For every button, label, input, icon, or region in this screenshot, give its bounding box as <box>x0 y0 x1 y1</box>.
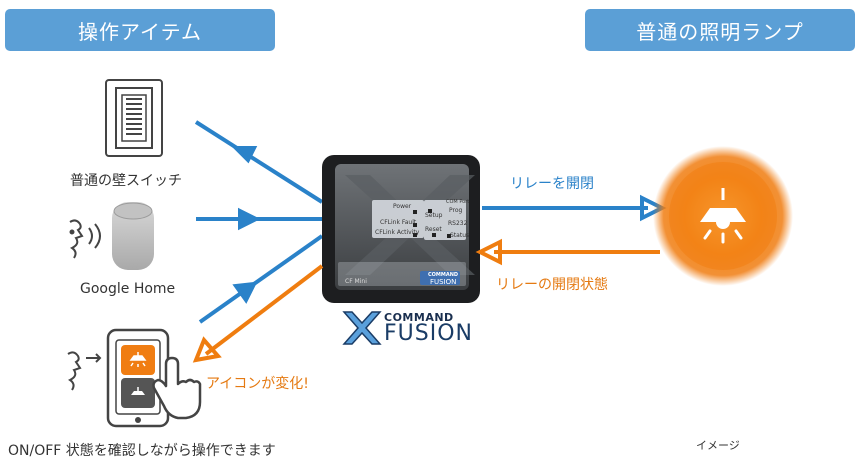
icon-change-label: アイコンが変化! <box>206 376 309 392</box>
image-note: イメージ <box>696 439 740 452</box>
rs232-label: RS232 <box>448 220 468 227</box>
icon-change-arrow <box>192 264 324 363</box>
header-normal-lamp: 普通の照明ランプ <box>585 9 855 51</box>
cf-mini-device <box>322 155 480 303</box>
google-home-label: Google Home <box>80 281 176 297</box>
speaking-person-small-icon <box>67 351 102 391</box>
device-badge-command: COMMAND <box>428 272 459 278</box>
tablet-icon <box>106 328 170 428</box>
relay-state-arrow <box>475 238 660 266</box>
logo-fusion-text: FUSION <box>384 321 473 346</box>
setup-label: Setup <box>425 212 443 219</box>
cflink-activity-label: CFLink Activity <box>375 229 420 236</box>
hand-pointer-icon <box>152 356 202 420</box>
model-label: CF Mini <box>345 278 367 285</box>
header-operation-items: 操作アイテム <box>5 9 275 51</box>
bottom-caption: ON/OFF 状態を確認しながら操作できます <box>8 443 276 459</box>
device-badge-fusion: FUSION <box>430 278 457 286</box>
arrow-head <box>231 146 258 164</box>
device-leds <box>413 209 451 238</box>
status-label: Status <box>450 232 470 239</box>
wall-switch-icon <box>105 79 163 157</box>
logo-command-text: COMMAND <box>384 311 454 324</box>
relay-state-label: リレーの開閉状態 <box>496 277 608 293</box>
google-home-icon <box>112 202 154 270</box>
cflink-fault-label: CFLink Fault <box>380 219 417 226</box>
commandfusion-logo-mark <box>342 311 382 345</box>
prog-label: Prog <box>449 207 463 214</box>
relay-switch-arrow <box>482 194 667 222</box>
speaking-person-icon <box>69 219 101 259</box>
input-arrows <box>194 120 324 324</box>
wall-switch-label: 普通の壁スイッチ <box>70 173 182 189</box>
relay-switch-label: リレーを開閉 <box>510 176 594 192</box>
lamp-icon <box>653 146 793 286</box>
reset-label: Reset <box>425 226 442 233</box>
com-port-label: COM Port <box>446 199 470 205</box>
power-label: Power <box>393 203 412 210</box>
